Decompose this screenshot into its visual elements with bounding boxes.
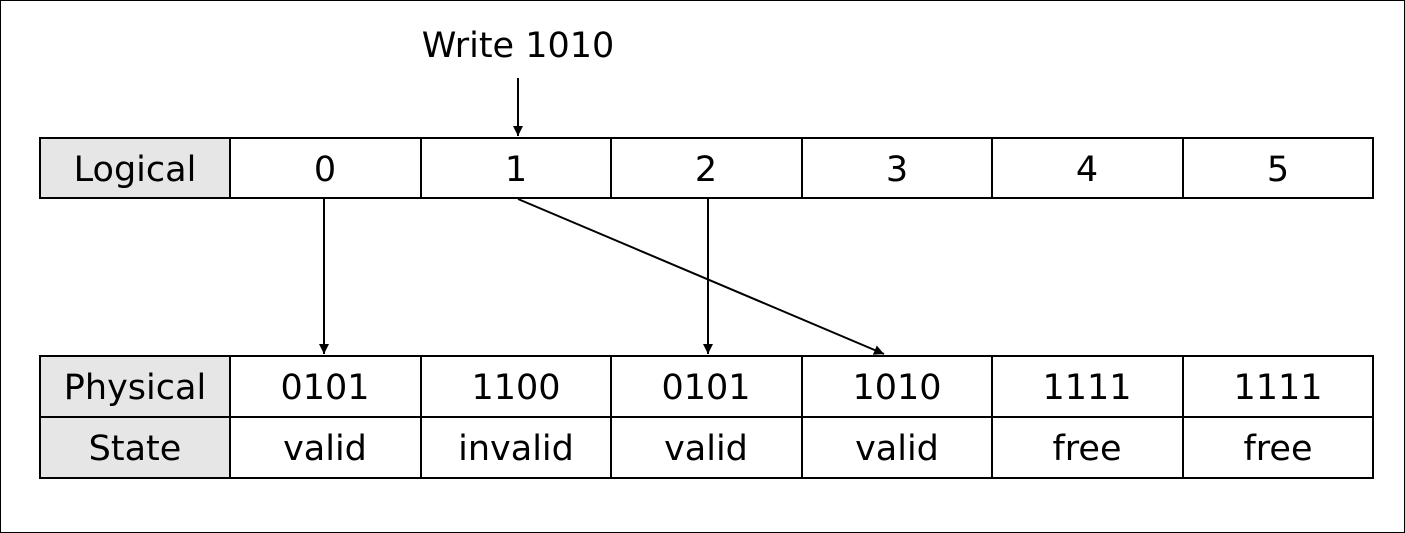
state-cell-4-label: free — [1052, 429, 1121, 469]
logical-cell-4-label: 4 — [1076, 150, 1098, 190]
state-cell-3-label: valid — [855, 429, 939, 469]
physical-cell-2 — [610, 355, 803, 418]
state-cell-2 — [610, 416, 803, 479]
state-header-label: State — [89, 429, 182, 469]
logical-cell-2-label: 2 — [695, 150, 717, 190]
logical-header-label: Logical — [74, 150, 197, 190]
state-cell-2-label: valid — [664, 429, 748, 469]
state-cell-4 — [991, 416, 1184, 479]
logical-header-cell — [39, 137, 231, 199]
physical-cell-3-label: 1010 — [852, 368, 941, 408]
logical-cell-1-label: 1 — [505, 150, 527, 190]
physical-cell-4 — [991, 355, 1184, 418]
state-cell-5 — [1182, 416, 1374, 479]
physical-row: Physical 0101 1100 0101 1010 1111 1111 — [39, 355, 1374, 418]
logical-cell-5 — [1182, 137, 1374, 199]
state-header-cell — [39, 416, 231, 479]
state-cell-3 — [801, 416, 993, 479]
logical-cell-0 — [229, 137, 422, 199]
state-cell-5-label: free — [1243, 429, 1312, 469]
physical-header-label: Physical — [64, 368, 206, 408]
physical-cell-2-label: 0101 — [661, 368, 750, 408]
logical-cell-0-label: 0 — [314, 150, 336, 190]
logical-row: Logical 0 1 2 3 4 5 — [39, 137, 1374, 199]
physical-cell-0-label: 0101 — [280, 368, 369, 408]
logical-cell-3 — [801, 137, 993, 199]
logical-cell-2 — [610, 137, 803, 199]
physical-cell-0 — [229, 355, 422, 418]
state-cell-0 — [229, 416, 422, 479]
state-cell-1 — [420, 416, 612, 479]
state-cell-0-label: valid — [283, 429, 367, 469]
logical-cell-5-label: 5 — [1267, 150, 1289, 190]
map-arrow-logical-1-to-physical-3 — [517, 198, 885, 355]
logical-cell-3-label: 3 — [886, 150, 908, 190]
physical-cell-4-label: 1111 — [1042, 368, 1131, 408]
write-label: Write 1010 — [422, 26, 615, 66]
physical-cell-5-label: 1111 — [1233, 368, 1322, 408]
physical-cell-1-label: 1100 — [471, 368, 560, 408]
state-cell-1-label: invalid — [458, 429, 574, 469]
state-row: State valid invalid valid valid free fre… — [39, 416, 1374, 479]
logical-cell-4 — [991, 137, 1184, 199]
